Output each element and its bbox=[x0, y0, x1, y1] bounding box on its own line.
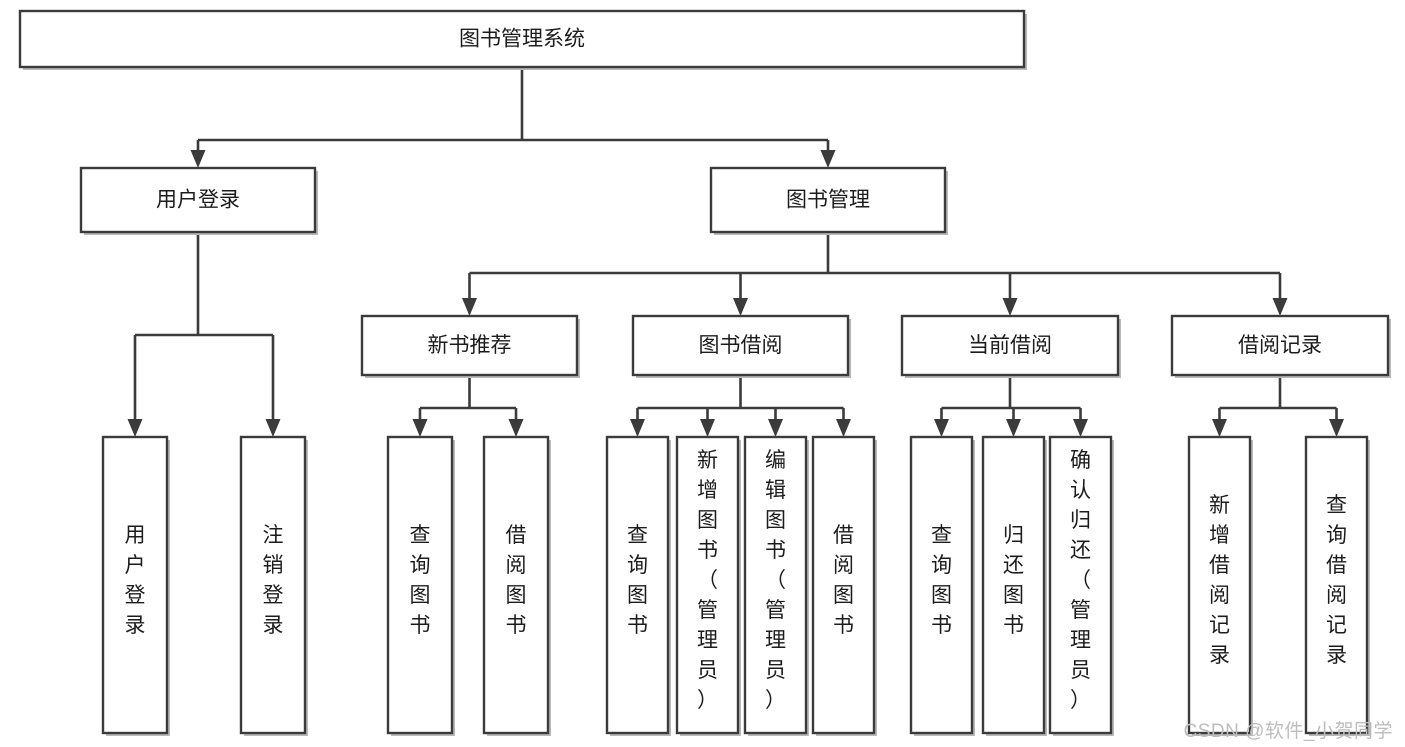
node-label: 借阅记录 bbox=[1238, 334, 1322, 357]
arrow-head-icon bbox=[700, 419, 715, 437]
csdn-watermark: CSDN @软件_小贺同学 bbox=[1183, 721, 1393, 742]
node-leaf-query-borrow-record[interactable]: 查询借阅记录 bbox=[1304, 435, 1370, 736]
node-rect[interactable] bbox=[743, 435, 808, 735]
node-rect[interactable] bbox=[811, 435, 876, 735]
connector-group-new-book-recommend bbox=[412, 375, 524, 437]
arrow-head-icon bbox=[412, 419, 428, 437]
connector-group-borrow-record bbox=[1212, 375, 1344, 437]
arrow-head-icon bbox=[190, 150, 206, 168]
nodes-layer: 图书管理系统用户登录图书管理新书推荐图书借阅当前借阅借阅记录用户登录注销登录查询… bbox=[18, 9, 1391, 736]
node-leaf-edit-book-admin[interactable]: 编辑图书（管理员） bbox=[743, 435, 809, 736]
node-leaf-user-login[interactable]: 用户登录 bbox=[101, 435, 170, 736]
arrow-head-icon bbox=[1073, 419, 1088, 437]
node-leaf-add-book-admin[interactable]: 新增图书（管理员） bbox=[675, 435, 741, 736]
node-rect[interactable] bbox=[981, 435, 1046, 735]
arrow-head-icon bbox=[630, 419, 645, 437]
connector-group-current-borrow bbox=[934, 375, 1088, 437]
node-leaf-query-book-rec[interactable]: 查询图书 bbox=[386, 435, 455, 736]
node-rect[interactable] bbox=[909, 435, 974, 735]
node-user-login[interactable]: 用户登录 bbox=[79, 166, 318, 235]
node-rect[interactable] bbox=[1304, 435, 1369, 735]
arrow-head-icon bbox=[934, 419, 949, 437]
arrow-head-icon bbox=[1212, 419, 1227, 437]
arrow-head-icon bbox=[1002, 298, 1018, 316]
node-label: 确认归还（管理员） bbox=[1070, 449, 1091, 712]
node-current-borrow[interactable]: 当前借阅 bbox=[900, 314, 1121, 378]
node-rect[interactable] bbox=[79, 166, 317, 234]
node-rect[interactable] bbox=[1187, 435, 1252, 735]
node-rect[interactable] bbox=[239, 435, 307, 735]
node-label: 用户登录 bbox=[156, 189, 240, 212]
node-leaf-borrow-book-rec[interactable]: 借阅图书 bbox=[482, 435, 551, 736]
node-label: 归还图书 bbox=[1003, 524, 1024, 637]
connector-group-book-borrow bbox=[630, 375, 851, 437]
node-label: 查询图书 bbox=[931, 524, 952, 637]
node-rect[interactable] bbox=[360, 314, 579, 377]
arrow-head-icon bbox=[462, 298, 477, 316]
arrow-head-icon bbox=[265, 419, 281, 437]
node-label: 借阅图书 bbox=[506, 524, 527, 637]
node-rect[interactable] bbox=[675, 435, 740, 735]
node-leaf-user-logout[interactable]: 注销登录 bbox=[239, 435, 308, 736]
node-rect[interactable] bbox=[386, 435, 454, 735]
node-label: 图书管理 bbox=[786, 189, 870, 212]
node-rect[interactable] bbox=[101, 435, 169, 735]
node-book-borrow[interactable]: 图书借阅 bbox=[631, 314, 851, 378]
node-label: 图书借阅 bbox=[699, 334, 783, 357]
node-borrow-record[interactable]: 借阅记录 bbox=[1170, 314, 1391, 378]
arrow-head-icon bbox=[768, 419, 783, 437]
node-rect[interactable] bbox=[900, 314, 1120, 377]
node-label: 用户登录 bbox=[125, 524, 146, 637]
arrow-head-icon bbox=[508, 419, 524, 437]
node-rect[interactable] bbox=[482, 435, 550, 735]
node-label: 编辑图书（管理员） bbox=[765, 449, 786, 712]
arrow-head-icon bbox=[820, 150, 836, 168]
node-leaf-confirm-return-admin[interactable]: 确认归还（管理员） bbox=[1048, 435, 1114, 736]
connector-group-root bbox=[190, 67, 836, 168]
node-rect[interactable] bbox=[18, 9, 1026, 69]
node-label: 查询图书 bbox=[627, 524, 648, 637]
node-rect[interactable] bbox=[605, 435, 670, 735]
node-rect[interactable] bbox=[1170, 314, 1390, 377]
connector-group-book-manage bbox=[462, 232, 1288, 316]
connectors-layer bbox=[127, 67, 1344, 437]
node-label: 查询图书 bbox=[410, 524, 431, 637]
node-label: 注销登录 bbox=[263, 524, 284, 637]
arrow-head-icon bbox=[836, 419, 851, 437]
node-label: 借阅图书 bbox=[833, 524, 854, 637]
node-rect[interactable] bbox=[631, 314, 850, 377]
node-book-manage[interactable]: 图书管理 bbox=[709, 166, 948, 235]
node-label: 新增图书（管理员） bbox=[697, 449, 718, 712]
node-label: 新书推荐 bbox=[428, 334, 512, 357]
node-leaf-borrow-book[interactable]: 借阅图书 bbox=[811, 435, 877, 736]
node-rect[interactable] bbox=[1048, 435, 1113, 735]
node-leaf-return-book[interactable]: 归还图书 bbox=[981, 435, 1047, 736]
node-leaf-query-book-current[interactable]: 查询图书 bbox=[909, 435, 975, 736]
node-label: 查询借阅记录 bbox=[1326, 494, 1347, 667]
arrow-head-icon bbox=[1006, 419, 1021, 437]
arrow-head-icon bbox=[127, 419, 143, 437]
node-rect[interactable] bbox=[709, 166, 947, 234]
connector-group-user-login bbox=[127, 232, 281, 437]
node-label: 图书管理系统 bbox=[459, 28, 585, 51]
node-root[interactable]: 图书管理系统 bbox=[18, 9, 1027, 70]
node-leaf-query-book-borrow[interactable]: 查询图书 bbox=[605, 435, 671, 736]
node-leaf-add-borrow-record[interactable]: 新增借阅记录 bbox=[1187, 435, 1253, 736]
arrow-head-icon bbox=[733, 298, 748, 316]
node-label: 当前借阅 bbox=[968, 334, 1052, 357]
node-label: 新增借阅记录 bbox=[1209, 494, 1230, 667]
arrow-head-icon bbox=[1329, 419, 1344, 437]
node-new-book-recommend[interactable]: 新书推荐 bbox=[360, 314, 580, 378]
arrow-head-icon bbox=[1272, 298, 1288, 316]
